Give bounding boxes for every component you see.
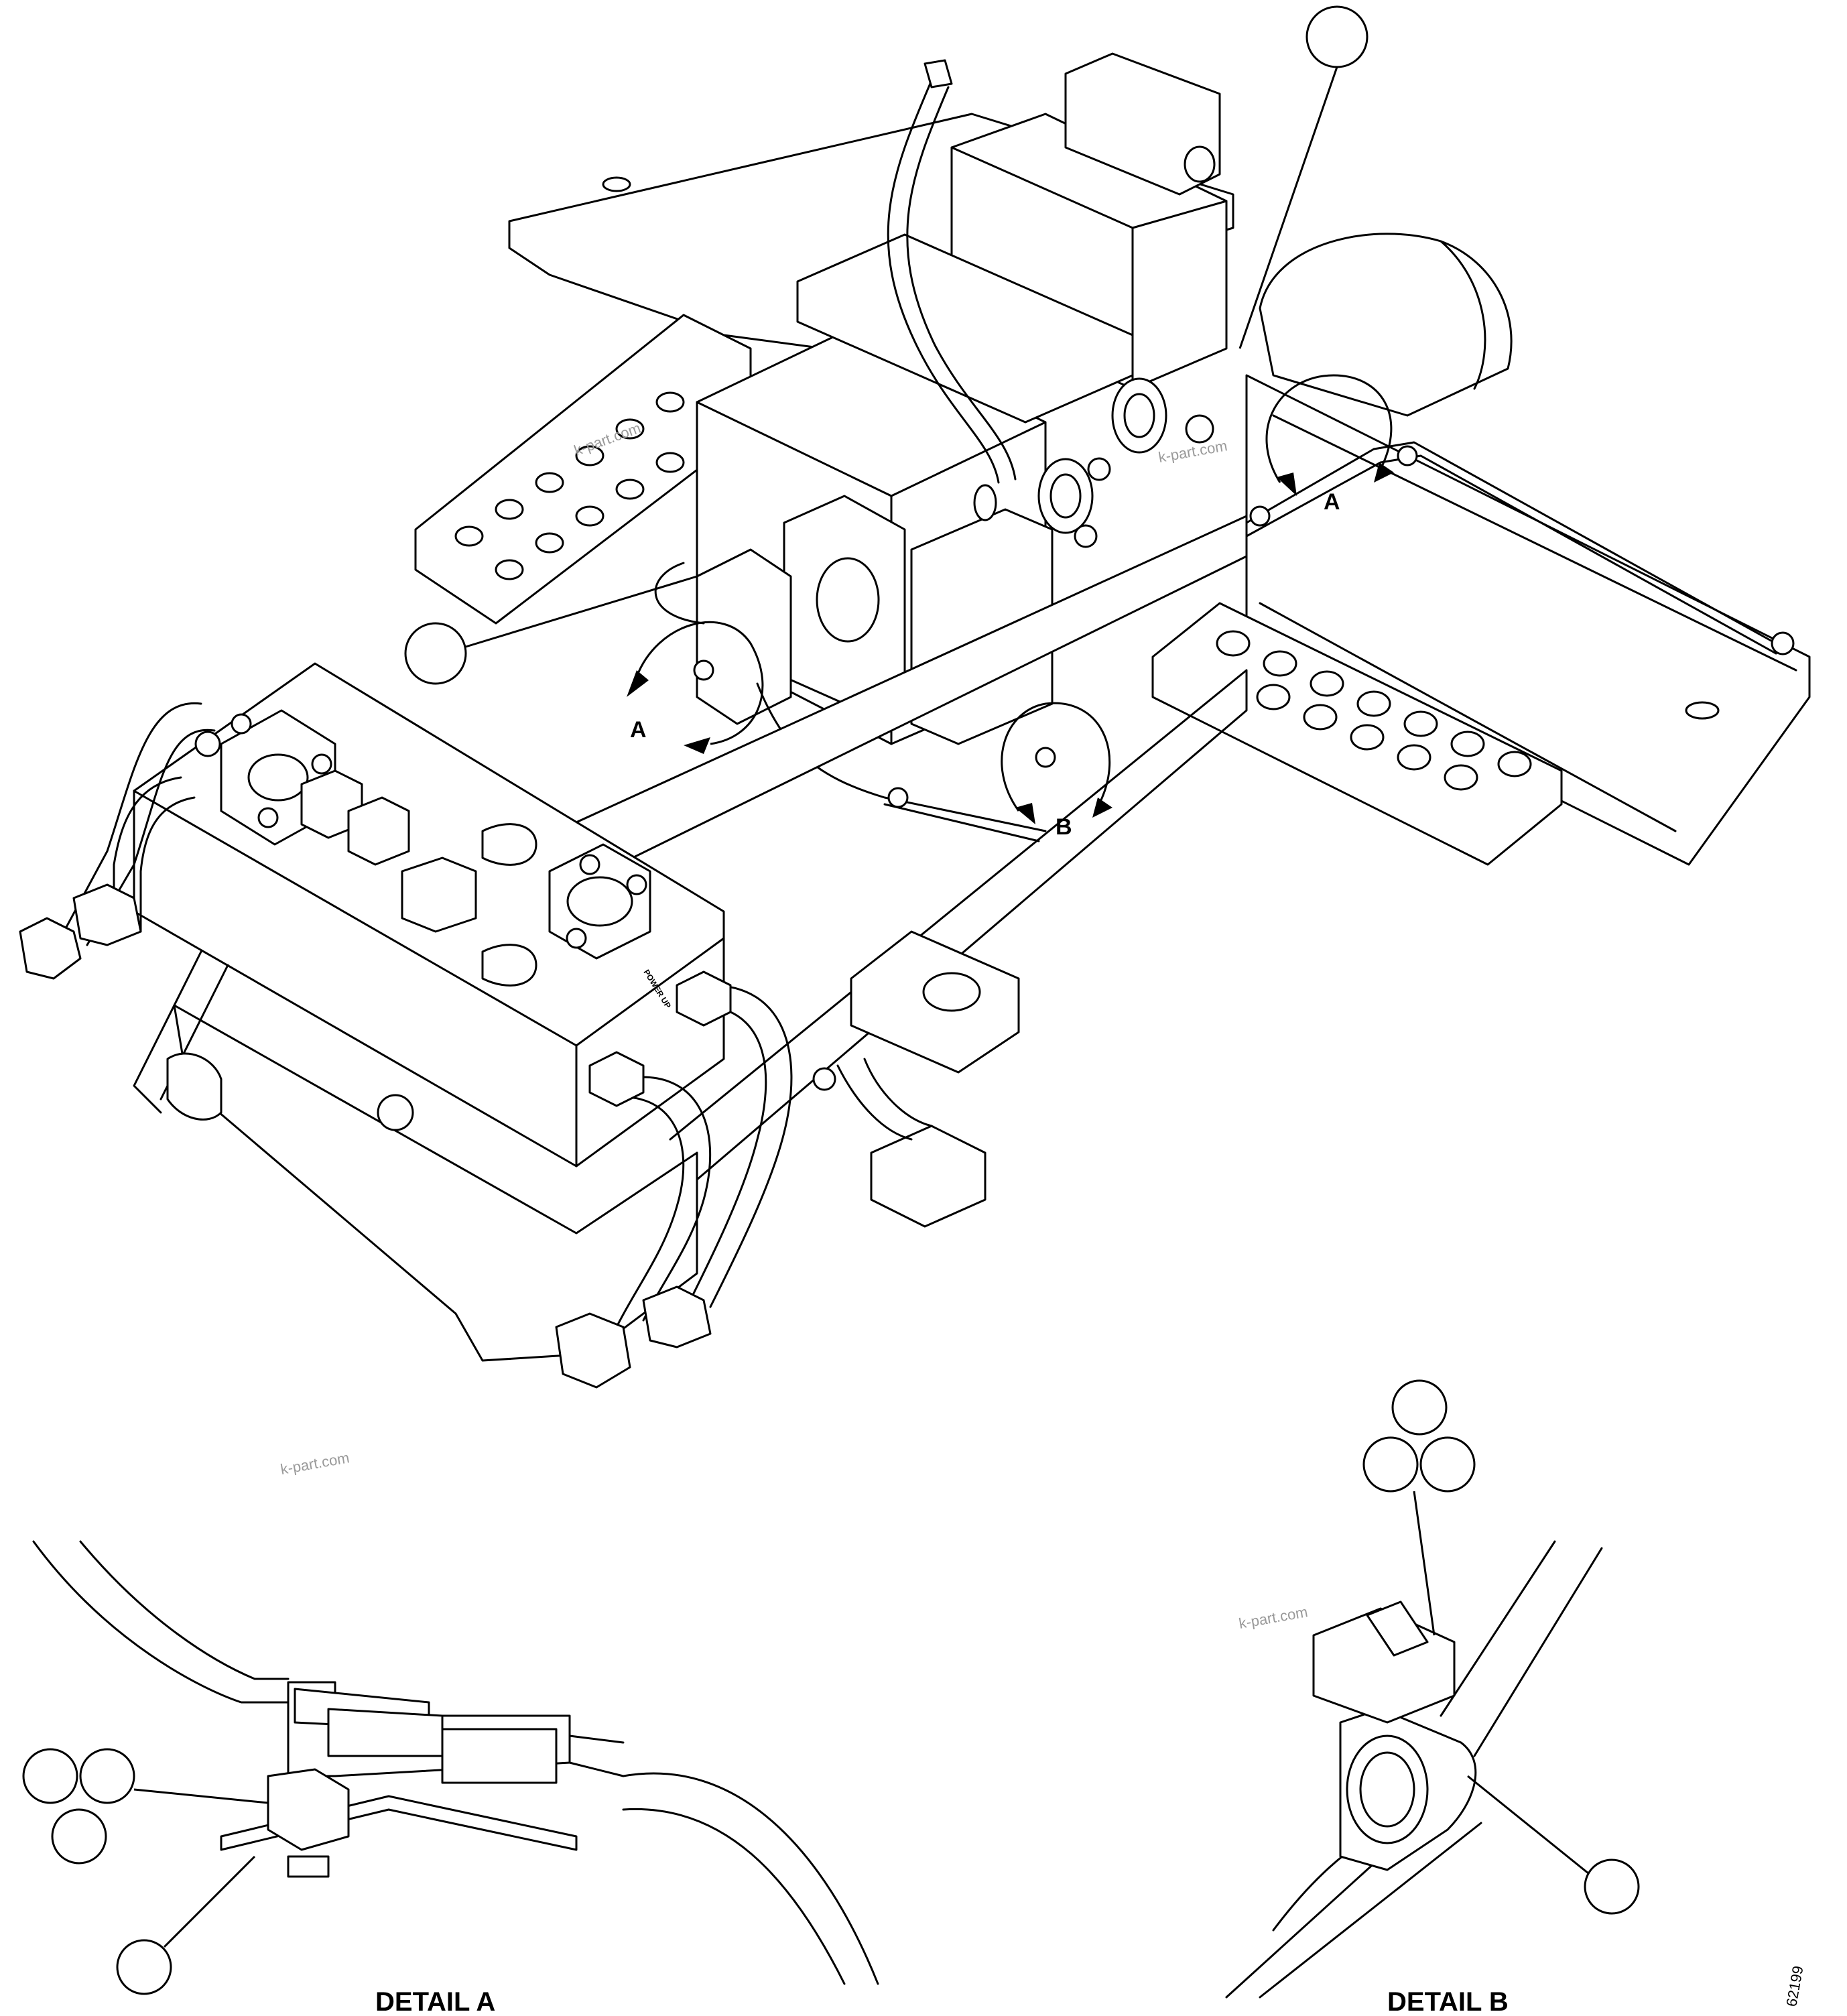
detail-a-cable-right — [622, 1772, 879, 1985]
detail-view-marker-a-left: A — [627, 621, 764, 754]
detail-b-callout-2 — [1362, 1436, 1419, 1493]
watermark-4: k-part.com — [1238, 1603, 1310, 1632]
sensor-tube-left — [654, 562, 705, 625]
sensor-tube-right — [1245, 441, 1777, 645]
perforated-step-left — [414, 314, 752, 625]
valve-block-bolts — [194, 713, 836, 1131]
left-hydraulic-tubes — [19, 702, 216, 980]
callout-bubble-main-top — [1305, 5, 1368, 68]
left-tube-nut-1 — [19, 917, 82, 980]
harness-clamp-points — [693, 445, 1795, 808]
upper-hose — [887, 79, 1000, 484]
figure-number: 62199 — [1783, 1964, 1806, 2008]
plate-slot — [602, 176, 631, 192]
right-tube-nut-2 — [642, 1285, 712, 1348]
detail-view-marker-a-right: A — [1265, 374, 1394, 515]
detail-b-view: DETAIL B k-part.com — [1225, 1379, 1640, 2016]
view-label-a-right: A — [1324, 489, 1340, 515]
detail-b-callout-1 — [1391, 1379, 1448, 1436]
right-tube-nut-1 — [555, 1312, 631, 1389]
callout-bubble-main-left — [404, 622, 467, 685]
detail-b-callout-3 — [1419, 1436, 1476, 1493]
top-solenoid — [1064, 52, 1221, 196]
detail-b-rod-1 — [1440, 1540, 1556, 1717]
detail-a-view: DETAIL A k-part.com — [22, 1449, 879, 2016]
main-assembly: POWER UP — [19, 5, 1811, 1389]
valve-support-spring — [166, 1052, 222, 1121]
view-label-a-left: A — [630, 717, 647, 743]
beam-channel-lower — [1259, 602, 1677, 832]
right-hydraulic-tubes — [555, 970, 793, 1389]
lower-hose-fitting — [870, 1125, 986, 1228]
left-tube-nut-2 — [72, 883, 142, 946]
pump-flange-port — [816, 557, 880, 643]
perforated-step-right — [1151, 602, 1563, 866]
detail-a-callout-4 — [116, 1939, 172, 1995]
view-label-b: B — [1056, 814, 1072, 840]
detail-a-cable-left — [32, 1540, 290, 1704]
valve-port-flanges — [220, 709, 651, 987]
detail-b-callout-4 — [1584, 1858, 1640, 1915]
detail-a-bolt — [287, 1855, 330, 1878]
detail-a-label: DETAIL A — [375, 1987, 495, 2016]
valve-spool-handle — [481, 823, 537, 866]
detail-a-callout-1 — [22, 1748, 78, 1804]
solenoid-block-upper — [796, 233, 1134, 424]
detail-b-label: DETAIL B — [1387, 1987, 1509, 2016]
detail-view-marker-b: B — [1001, 702, 1112, 840]
watermark-3: k-part.com — [279, 1449, 351, 1478]
beam-slot — [1685, 701, 1720, 720]
detail-a-callout-2 — [79, 1748, 135, 1804]
manifold-port-flanges — [1037, 377, 1214, 548]
detail-a-nut — [267, 1768, 350, 1851]
beam-channel — [1272, 414, 1797, 672]
detail-a-callout-3 — [51, 1808, 107, 1865]
